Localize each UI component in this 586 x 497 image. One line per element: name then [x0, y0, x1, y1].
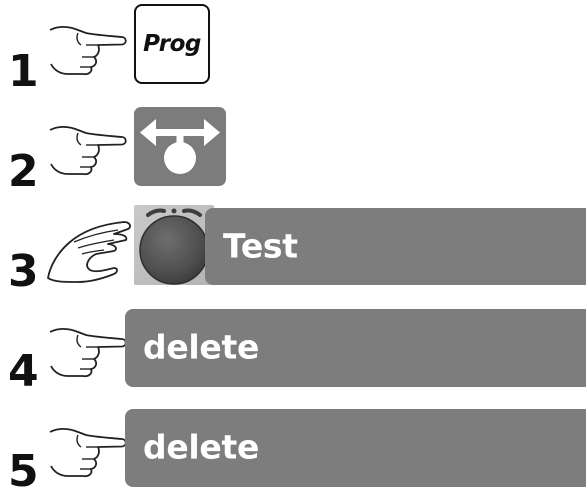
pointing-finger-icon	[46, 326, 130, 378]
pointing-finger-icon	[46, 426, 130, 478]
turning-hand-icon	[44, 218, 136, 284]
step-number-1: 1	[8, 46, 39, 97]
pointing-finger-icon	[46, 124, 130, 176]
step-number-3: 3	[8, 246, 39, 297]
rotary-knob[interactable]	[134, 205, 214, 285]
display-bar-delete-2: delete	[125, 409, 586, 487]
prog-key-label: Prog	[143, 31, 201, 57]
navigation-key[interactable]	[134, 107, 226, 186]
left-right-arrows-icon	[140, 119, 220, 174]
step-number-2: 2	[8, 146, 39, 197]
display-text-delete-1: delete	[143, 327, 260, 367]
prog-key[interactable]: Prog	[134, 4, 210, 84]
rotary-knob-icon	[134, 205, 214, 285]
display-bar-test: Test	[205, 208, 586, 285]
display-bar-delete-1: delete	[125, 309, 586, 387]
pointing-finger-icon	[46, 24, 130, 76]
display-text-delete-2: delete	[143, 427, 260, 467]
display-text-test: Test	[223, 226, 298, 266]
step-number-5: 5	[8, 446, 39, 497]
step-number-4: 4	[8, 346, 39, 397]
